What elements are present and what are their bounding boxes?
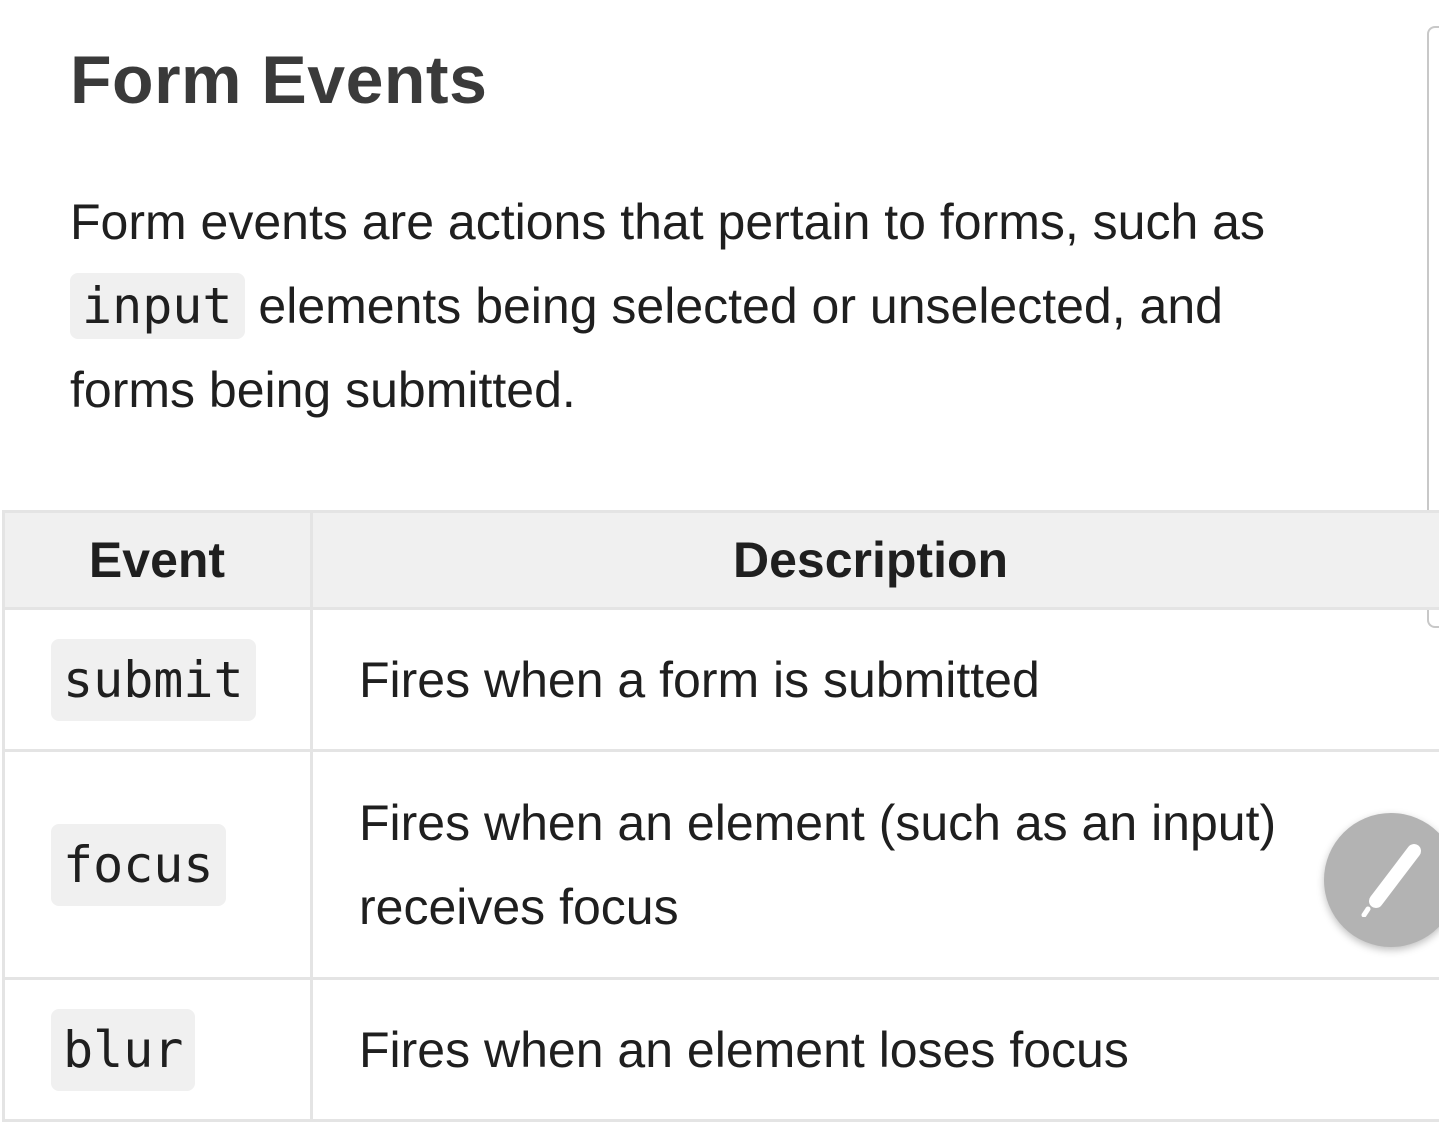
event-code-blur: blur — [51, 1008, 196, 1091]
inline-code-input: input — [70, 273, 245, 339]
description-cell: Fires when an element (such as an input)… — [310, 749, 1439, 980]
header-event: Event — [2, 510, 313, 610]
edit-fab-button[interactable] — [1324, 813, 1439, 947]
intro-text-after: elements being selected or unselected, a… — [70, 278, 1223, 418]
intro-text-before: Form events are actions that pertain to … — [70, 194, 1265, 250]
intro-paragraph: Form events are actions that pertain to … — [70, 180, 1330, 432]
form-events-table: Event Description submit Fires when a fo… — [2, 510, 1439, 1122]
event-cell: focus — [2, 749, 313, 980]
event-code-focus: focus — [51, 823, 226, 906]
pencil-icon — [1361, 844, 1421, 917]
page-title: Form Events — [70, 42, 488, 118]
description-cell: Fires when an element loses focus — [310, 977, 1439, 1122]
table-row: focus Fires when an element (such as an … — [2, 749, 1439, 980]
description-cell: Fires when a form is submitted — [310, 607, 1439, 752]
event-cell: submit — [2, 607, 313, 752]
table-header-row: Event Description — [2, 510, 1439, 610]
header-description: Description — [310, 510, 1439, 610]
table-row: blur Fires when an element loses focus — [2, 977, 1439, 1122]
event-code-submit: submit — [51, 638, 256, 721]
table-row: submit Fires when a form is submitted — [2, 607, 1439, 752]
event-cell: blur — [2, 977, 313, 1122]
